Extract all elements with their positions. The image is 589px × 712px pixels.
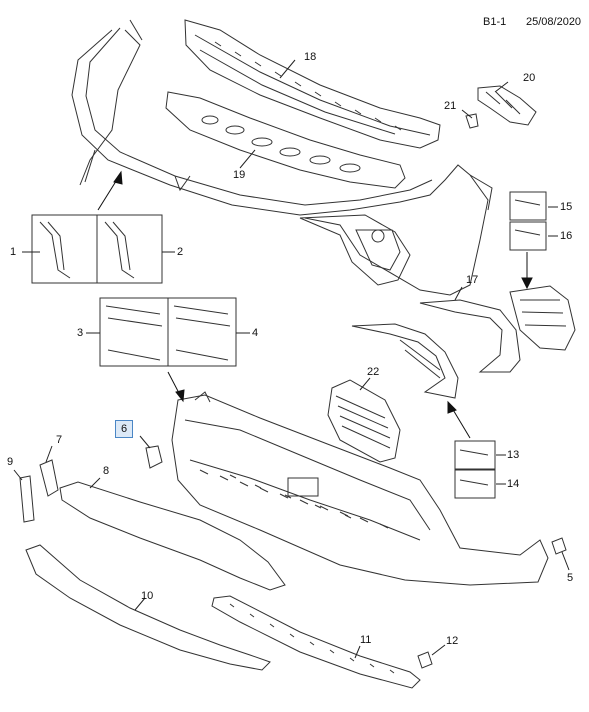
lip-strip-11 [211, 595, 421, 689]
callout-7[interactable]: 7 [56, 434, 63, 446]
callout-3[interactable]: 3 [77, 327, 84, 339]
detail-box-1-2 [31, 214, 163, 284]
fog-bezel [509, 285, 576, 351]
screw-21 [465, 113, 479, 129]
upper-fascia [71, 19, 493, 296]
clip-6 [145, 445, 163, 469]
leader-lines [13, 59, 570, 659]
diagram-date: 25/08/2020 [526, 16, 582, 28]
detail-box-13-14 [454, 440, 496, 499]
callout-16[interactable]: 16 [560, 230, 573, 242]
grille-insert-22 [327, 379, 401, 463]
callout-11[interactable]: 11 [360, 634, 372, 646]
callout-15[interactable]: 15 [560, 201, 573, 213]
fastener-12 [417, 651, 433, 669]
callout-1[interactable]: 1 [10, 246, 17, 258]
callout-14[interactable]: 14 [507, 478, 520, 490]
bracket-9 [19, 475, 35, 523]
callout-5[interactable]: 5 [567, 572, 574, 584]
support-19 [165, 91, 406, 189]
fastener-5 [551, 537, 567, 555]
callout-22[interactable]: 22 [367, 366, 380, 378]
diagram-code: B1-1 [483, 16, 507, 28]
callout-20[interactable]: 20 [523, 72, 536, 84]
callout-17[interactable]: 17 [466, 274, 479, 286]
bracket-20 [477, 85, 537, 126]
callout-13[interactable]: 13 [507, 449, 520, 461]
arrows [97, 170, 533, 439]
callout-9[interactable]: 9 [7, 456, 14, 468]
detail-box-3-4 [99, 297, 237, 367]
callout-10[interactable]: 10 [141, 590, 154, 602]
trim-17 [351, 299, 521, 399]
callout-4[interactable]: 4 [252, 327, 259, 339]
lower-absorber-8 [59, 481, 286, 591]
energy-absorber-18 [184, 19, 441, 149]
callout-2[interactable]: 2 [177, 246, 184, 258]
callout-8[interactable]: 8 [103, 465, 110, 477]
bracket-7 [39, 459, 59, 497]
callout-18[interactable]: 18 [304, 51, 317, 63]
deflector-10 [25, 544, 271, 671]
callout-19[interactable]: 19 [233, 169, 246, 181]
detail-box-15-16 [509, 191, 547, 251]
callout-12[interactable]: 12 [446, 635, 459, 647]
lower-fascia [171, 391, 549, 586]
callout-21[interactable]: 21 [444, 100, 457, 112]
callout-6[interactable]: 6 [115, 420, 134, 438]
